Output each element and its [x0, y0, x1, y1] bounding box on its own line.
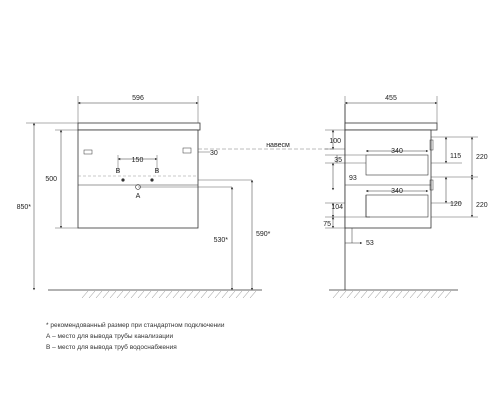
hatch-mark	[416, 290, 424, 299]
hatch-mark	[116, 290, 124, 299]
hatch-mark	[332, 290, 340, 299]
hatch-mark	[88, 290, 96, 299]
front-height-label: 500	[45, 176, 57, 183]
side-view: 455 навесм 100 35 93 104 75 340 340 53	[266, 95, 488, 299]
hatch-mark	[158, 290, 166, 299]
hatch-mark	[388, 290, 396, 299]
hatch-mark	[402, 290, 410, 299]
hatch-mark	[81, 290, 89, 299]
front-label-b-right: B	[155, 168, 160, 175]
hatch-mark	[214, 290, 222, 299]
front-view: 596 500 850* 150 B B A 30 530*	[17, 95, 335, 299]
front-label-b-left: B	[116, 168, 121, 175]
hatch-mark	[360, 290, 368, 299]
hatch-mark	[228, 290, 236, 299]
hatch-mark	[144, 290, 152, 299]
side-handle-offset-label: 53	[366, 240, 374, 247]
hatch-mark	[200, 290, 208, 299]
hatch-mark	[95, 290, 103, 299]
hatch-mark	[339, 290, 347, 299]
side-bottom-gap-label: 75	[323, 221, 331, 228]
hatch-mark	[186, 290, 194, 299]
side-mid-gap-label: 93	[349, 175, 357, 182]
side-detail-35-label: 35	[334, 157, 342, 164]
front-hanger-right	[182, 147, 192, 154]
front-water-height-label: 590*	[256, 231, 271, 238]
side-drawer-upper-width-label: 340	[391, 148, 403, 155]
side-depth-label: 455	[385, 95, 397, 102]
front-water-outlet-right	[150, 178, 154, 182]
hatch-mark	[165, 290, 173, 299]
hatch-mark	[179, 290, 187, 299]
hatch-mark	[381, 290, 389, 299]
hatch-mark	[353, 290, 361, 299]
hatch-mark	[249, 290, 257, 299]
front-width-label: 596	[132, 95, 144, 102]
hatch-mark	[409, 290, 417, 299]
side-handle-lower	[429, 179, 434, 191]
hatch-mark	[123, 290, 131, 299]
side-cabinet-body	[344, 129, 432, 229]
hatch-mark	[137, 290, 145, 299]
hatch-mark	[235, 290, 243, 299]
hatch-mark	[221, 290, 229, 299]
front-cabinet-body	[77, 129, 199, 229]
front-drain-height-label: 530*	[214, 237, 229, 244]
note-drain: А – место для вывода трубы канализации	[46, 333, 174, 340]
note-water: В – место для вывода труб водоснабжения	[46, 344, 177, 351]
hatch-mark	[151, 290, 159, 299]
hatch-mark	[437, 290, 445, 299]
hatch-mark	[444, 290, 452, 299]
notes-block: * рекомендованный размер при стандартном…	[46, 320, 224, 353]
front-pipe-spacing-label: 150	[132, 157, 144, 164]
hatch-mark	[109, 290, 117, 299]
hatch-mark	[193, 290, 201, 299]
side-mounting-label: навесм	[266, 142, 290, 149]
hatch-mark	[395, 290, 403, 299]
hatch-mark	[130, 290, 138, 299]
hatch-mark	[423, 290, 431, 299]
hatch-mark	[374, 290, 382, 299]
front-side-offset-label: 30	[210, 150, 218, 157]
front-label-a: A	[136, 193, 141, 200]
side-drawer-lower-pitch-label: 220	[476, 202, 488, 209]
front-hanger-left	[83, 149, 93, 155]
side-handle-upper	[429, 139, 434, 151]
front-floor-hatch	[81, 290, 257, 299]
side-drawer-upper-pitch-label: 220	[476, 154, 488, 161]
front-total-height-label: 850*	[17, 204, 32, 211]
side-lower-gap-label: 104	[331, 204, 343, 211]
hatch-mark	[430, 290, 438, 299]
side-top-gap-label: 100	[329, 138, 341, 145]
hatch-mark	[172, 290, 180, 299]
note-recommended: * рекомендованный размер при стандартном…	[46, 322, 225, 329]
side-drawer-upper	[365, 154, 429, 176]
hatch-mark	[102, 290, 110, 299]
front-water-outlet-left	[121, 178, 125, 182]
hatch-mark	[242, 290, 250, 299]
side-drawer-lower-height-label: 120	[450, 201, 462, 208]
side-drawer-upper-height-label: 115	[450, 153, 461, 160]
hatch-mark	[367, 290, 375, 299]
side-countertop	[344, 122, 438, 131]
hatch-mark	[346, 290, 354, 299]
hatch-mark	[207, 290, 215, 299]
front-countertop	[77, 122, 201, 131]
side-floor-hatch	[332, 290, 452, 299]
side-drawer-lower-width-label: 340	[391, 188, 403, 195]
